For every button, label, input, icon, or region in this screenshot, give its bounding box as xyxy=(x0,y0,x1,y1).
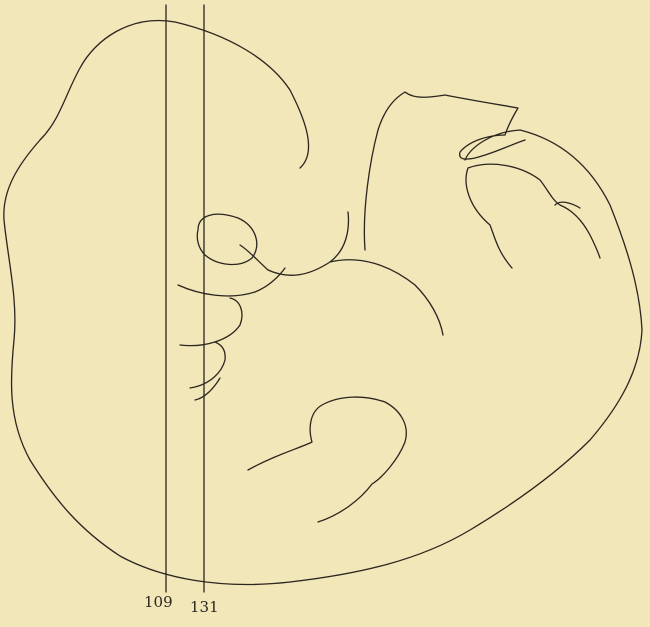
jaw-arch-3 xyxy=(190,342,225,388)
jaw-arch-1 xyxy=(178,268,285,296)
limb-bud-upper xyxy=(466,164,600,268)
section-label-131: 131 xyxy=(190,598,219,616)
jaw-arch-2 xyxy=(180,298,242,346)
section-label-109: 109 xyxy=(144,593,173,611)
tail-bud xyxy=(364,92,525,250)
embryo-outline xyxy=(4,21,642,585)
eye-outline xyxy=(197,214,257,264)
body-inner-curve xyxy=(330,260,443,335)
limb-bud-lower xyxy=(248,397,406,522)
